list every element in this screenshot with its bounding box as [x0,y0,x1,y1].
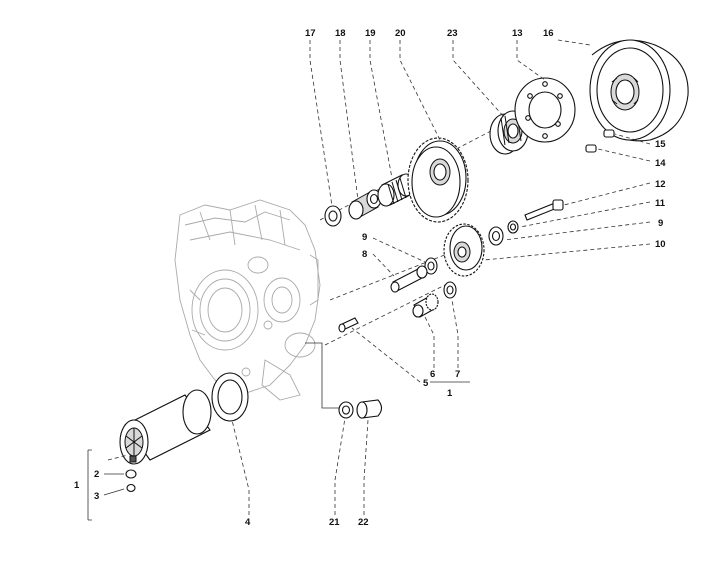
label-23: 23 [447,28,458,39]
label-16: 16 [543,28,554,39]
label-8: 8 [362,249,367,260]
label-22: 22 [358,517,369,528]
label-3: 3 [94,491,99,502]
part-6-pinion [412,293,439,318]
label-1-starter: 1 [74,480,80,491]
part-11-washer [507,220,519,234]
part-21-washer [338,401,354,419]
callout-labels: 17 18 19 20 23 13 16 15 14 12 11 9 10 9 … [74,28,666,528]
part-15-pin [603,129,615,138]
part-22-plug [356,399,383,419]
label-21: 21 [329,517,340,528]
label-17: 17 [305,28,316,39]
label-1-group: 1 [447,388,453,399]
label-19: 19 [365,28,376,39]
part-9-washer-upper [488,226,504,246]
part-8-shaft [390,265,428,293]
label-10: 10 [655,239,666,250]
label-20: 20 [395,28,406,39]
part-1-starter-motor [119,389,212,465]
label-7: 7 [455,369,460,380]
label-14: 14 [655,158,666,169]
label-9-left: 9 [362,232,367,243]
label-11: 11 [655,198,666,209]
part-7-circlip [443,281,457,299]
label-12: 12 [655,179,666,190]
part-10-idler-gear [443,223,485,277]
label-13: 13 [512,28,523,39]
part-2-nut [125,469,137,479]
part-18-bushing [348,189,382,220]
part-17-washer [324,205,342,227]
label-5: 5 [423,378,429,389]
crankcase-outline [174,199,321,401]
part-12-bolt [524,199,564,221]
part-4-o-ring [211,372,249,422]
part-9-washer-lower [424,257,438,275]
part-5-screw [338,317,359,333]
label-15: 15 [655,139,666,150]
part-14-pin [585,144,597,153]
part-13-clutch-plate [514,77,576,143]
label-4: 4 [245,517,251,528]
leader-lines [87,39,651,521]
label-18: 18 [335,28,346,39]
part-16-drum [589,39,689,142]
part-20-large-gear [407,137,469,223]
label-9-right: 9 [658,218,663,229]
label-6: 6 [430,369,435,380]
label-2: 2 [94,469,99,480]
part-3-washer [126,483,136,493]
